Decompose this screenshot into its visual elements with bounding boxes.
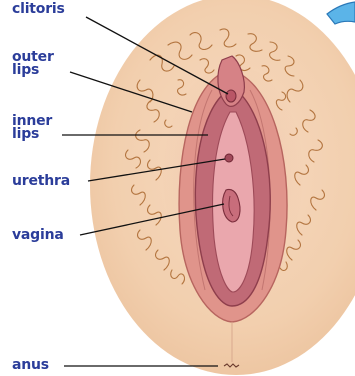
label-inner-lips: inner lips bbox=[12, 115, 52, 141]
urethra-opening bbox=[225, 154, 233, 162]
corner-accent-shape bbox=[327, 2, 355, 24]
clitoris-glans bbox=[226, 90, 236, 102]
label-clitoris: clitoris bbox=[12, 3, 65, 16]
label-outer-lips: outer lips bbox=[12, 51, 54, 77]
label-anus: anus bbox=[12, 359, 49, 372]
label-urethra: urethra bbox=[12, 175, 70, 188]
label-vagina: vagina bbox=[12, 229, 64, 242]
